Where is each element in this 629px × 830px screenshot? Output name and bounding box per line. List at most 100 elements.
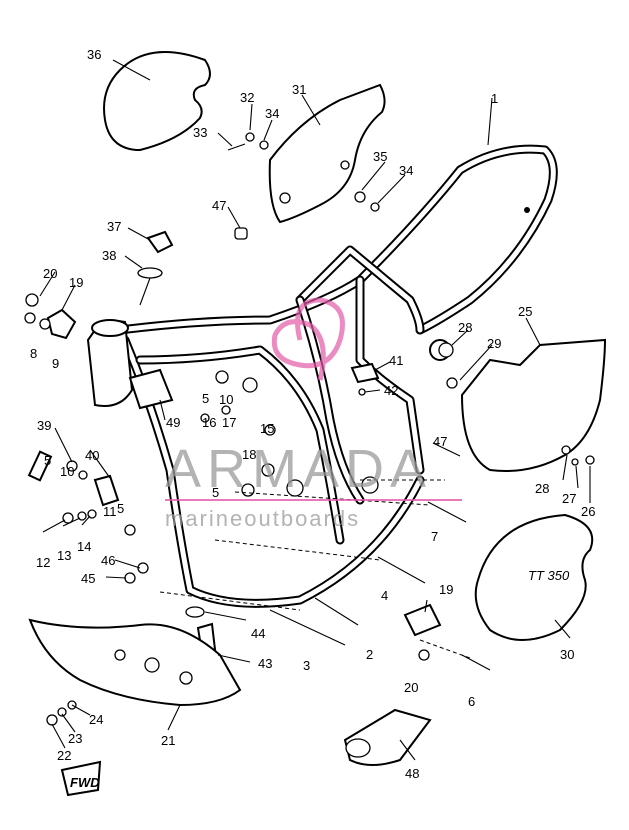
assembly-line (419, 639, 471, 659)
callout-5-c: 5 (117, 501, 124, 516)
callout-21: 21 (161, 733, 175, 748)
callout-44: 44 (251, 626, 265, 641)
frame-bolt-boss (261, 463, 275, 477)
part-33-screw (227, 143, 246, 151)
part-42-screw (358, 388, 366, 396)
fwd-stamp: FWD (60, 760, 102, 797)
callout-19-b: 19 (439, 582, 453, 597)
callout-29: 29 (487, 336, 501, 351)
callout-10-b: 10 (60, 464, 74, 479)
callout-8: 8 (30, 346, 37, 361)
callout-24: 24 (89, 712, 103, 727)
frame-bolt-boss (361, 476, 379, 494)
skid-hole (179, 671, 193, 685)
callout-13: 13 (57, 548, 71, 563)
grommet (279, 192, 291, 204)
watermark-brand: ARMADA (165, 439, 432, 499)
frame-mount (524, 207, 530, 213)
callout-32: 32 (240, 90, 254, 105)
part-7-bolt (427, 501, 467, 523)
assembly-line (234, 491, 431, 506)
callout-23: 23 (68, 731, 82, 746)
callout-46: 46 (101, 553, 115, 568)
part-15-nut (264, 424, 276, 436)
callout-40: 40 (85, 448, 99, 463)
callout-38: 38 (102, 248, 116, 263)
part-48-opening (345, 738, 371, 758)
part-19-bracket (403, 603, 442, 637)
callout-11: 11 (103, 504, 117, 519)
part-30-number-plate (474, 513, 594, 641)
part-47-collar (234, 227, 248, 240)
part-9-nut (39, 318, 51, 330)
assembly-line (159, 591, 301, 611)
callout-47-b: 47 (433, 434, 447, 449)
part-23-washer (57, 707, 67, 717)
callout-14: 14 (77, 539, 91, 554)
callout-16: 16 (202, 415, 216, 430)
callout-34-a: 34 (265, 106, 279, 121)
part-46-washer (137, 562, 149, 574)
frame-bolt-boss (242, 377, 258, 393)
part-35-grommet (354, 191, 366, 203)
part-38-washer (137, 267, 163, 279)
cover-model-text: TT 350 (528, 568, 570, 583)
callout-31: 31 (292, 82, 306, 97)
part-29-collar (446, 377, 458, 389)
fwd-stamp-text: FWD (70, 775, 100, 790)
callout-6: 6 (468, 694, 475, 709)
part-28-grommet (438, 342, 454, 358)
part-19-bracket (46, 308, 77, 340)
callout-35: 35 (373, 149, 387, 164)
part-34-nut (370, 202, 380, 212)
part-26-screw (585, 455, 595, 465)
part-12-bolt (62, 512, 74, 524)
callout-5-d: 5 (212, 485, 219, 500)
part-41-clamp (350, 362, 380, 384)
part-16-washer (200, 413, 210, 423)
callout-15: 15 (260, 421, 274, 436)
callout-48: 48 (405, 766, 419, 781)
part-6-bolt (461, 654, 491, 671)
part-4-bolt (377, 556, 426, 584)
skid-hole (144, 657, 160, 673)
callout-30: 30 (560, 647, 574, 662)
callout-49: 49 (166, 415, 180, 430)
callout-20-a: 20 (43, 266, 57, 281)
callout-17: 17 (222, 415, 236, 430)
part-27-collar (571, 458, 579, 466)
callout-33: 33 (193, 125, 207, 140)
part-44-ring (185, 606, 205, 618)
part-25-side-cover (460, 338, 607, 472)
part-37-steering-stem (146, 230, 174, 254)
part-49-bracket (128, 368, 174, 410)
watermark-tagline: marineoutboards (165, 506, 360, 531)
callout-9: 9 (52, 356, 59, 371)
watermark-logo (271, 297, 345, 381)
part-1-main-frame (86, 144, 558, 608)
grommet (340, 160, 350, 170)
part-22-bolt (46, 714, 58, 726)
callout-25: 25 (518, 304, 532, 319)
callout-19-a: 19 (69, 275, 83, 290)
part-39-spacer (27, 450, 53, 482)
leader-lines (39, 59, 591, 761)
callout-36: 36 (87, 47, 101, 62)
part-11-bracket (93, 474, 120, 507)
callout-12: 12 (36, 555, 50, 570)
callout-34-b: 34 (399, 163, 413, 178)
assembly-line (214, 539, 381, 561)
part-34-nut (259, 140, 269, 150)
part-20-bolt (25, 293, 39, 307)
part-5-nut (215, 370, 229, 384)
callout-1: 1 (491, 91, 498, 106)
callout-43: 43 (258, 656, 272, 671)
spring (139, 277, 151, 306)
callout-27: 27 (562, 491, 576, 506)
part-10-washer (78, 470, 88, 480)
callout-4: 4 (381, 588, 388, 603)
callout-42: 42 (384, 383, 398, 398)
callout-37: 37 (107, 219, 121, 234)
callout-3: 3 (303, 658, 310, 673)
